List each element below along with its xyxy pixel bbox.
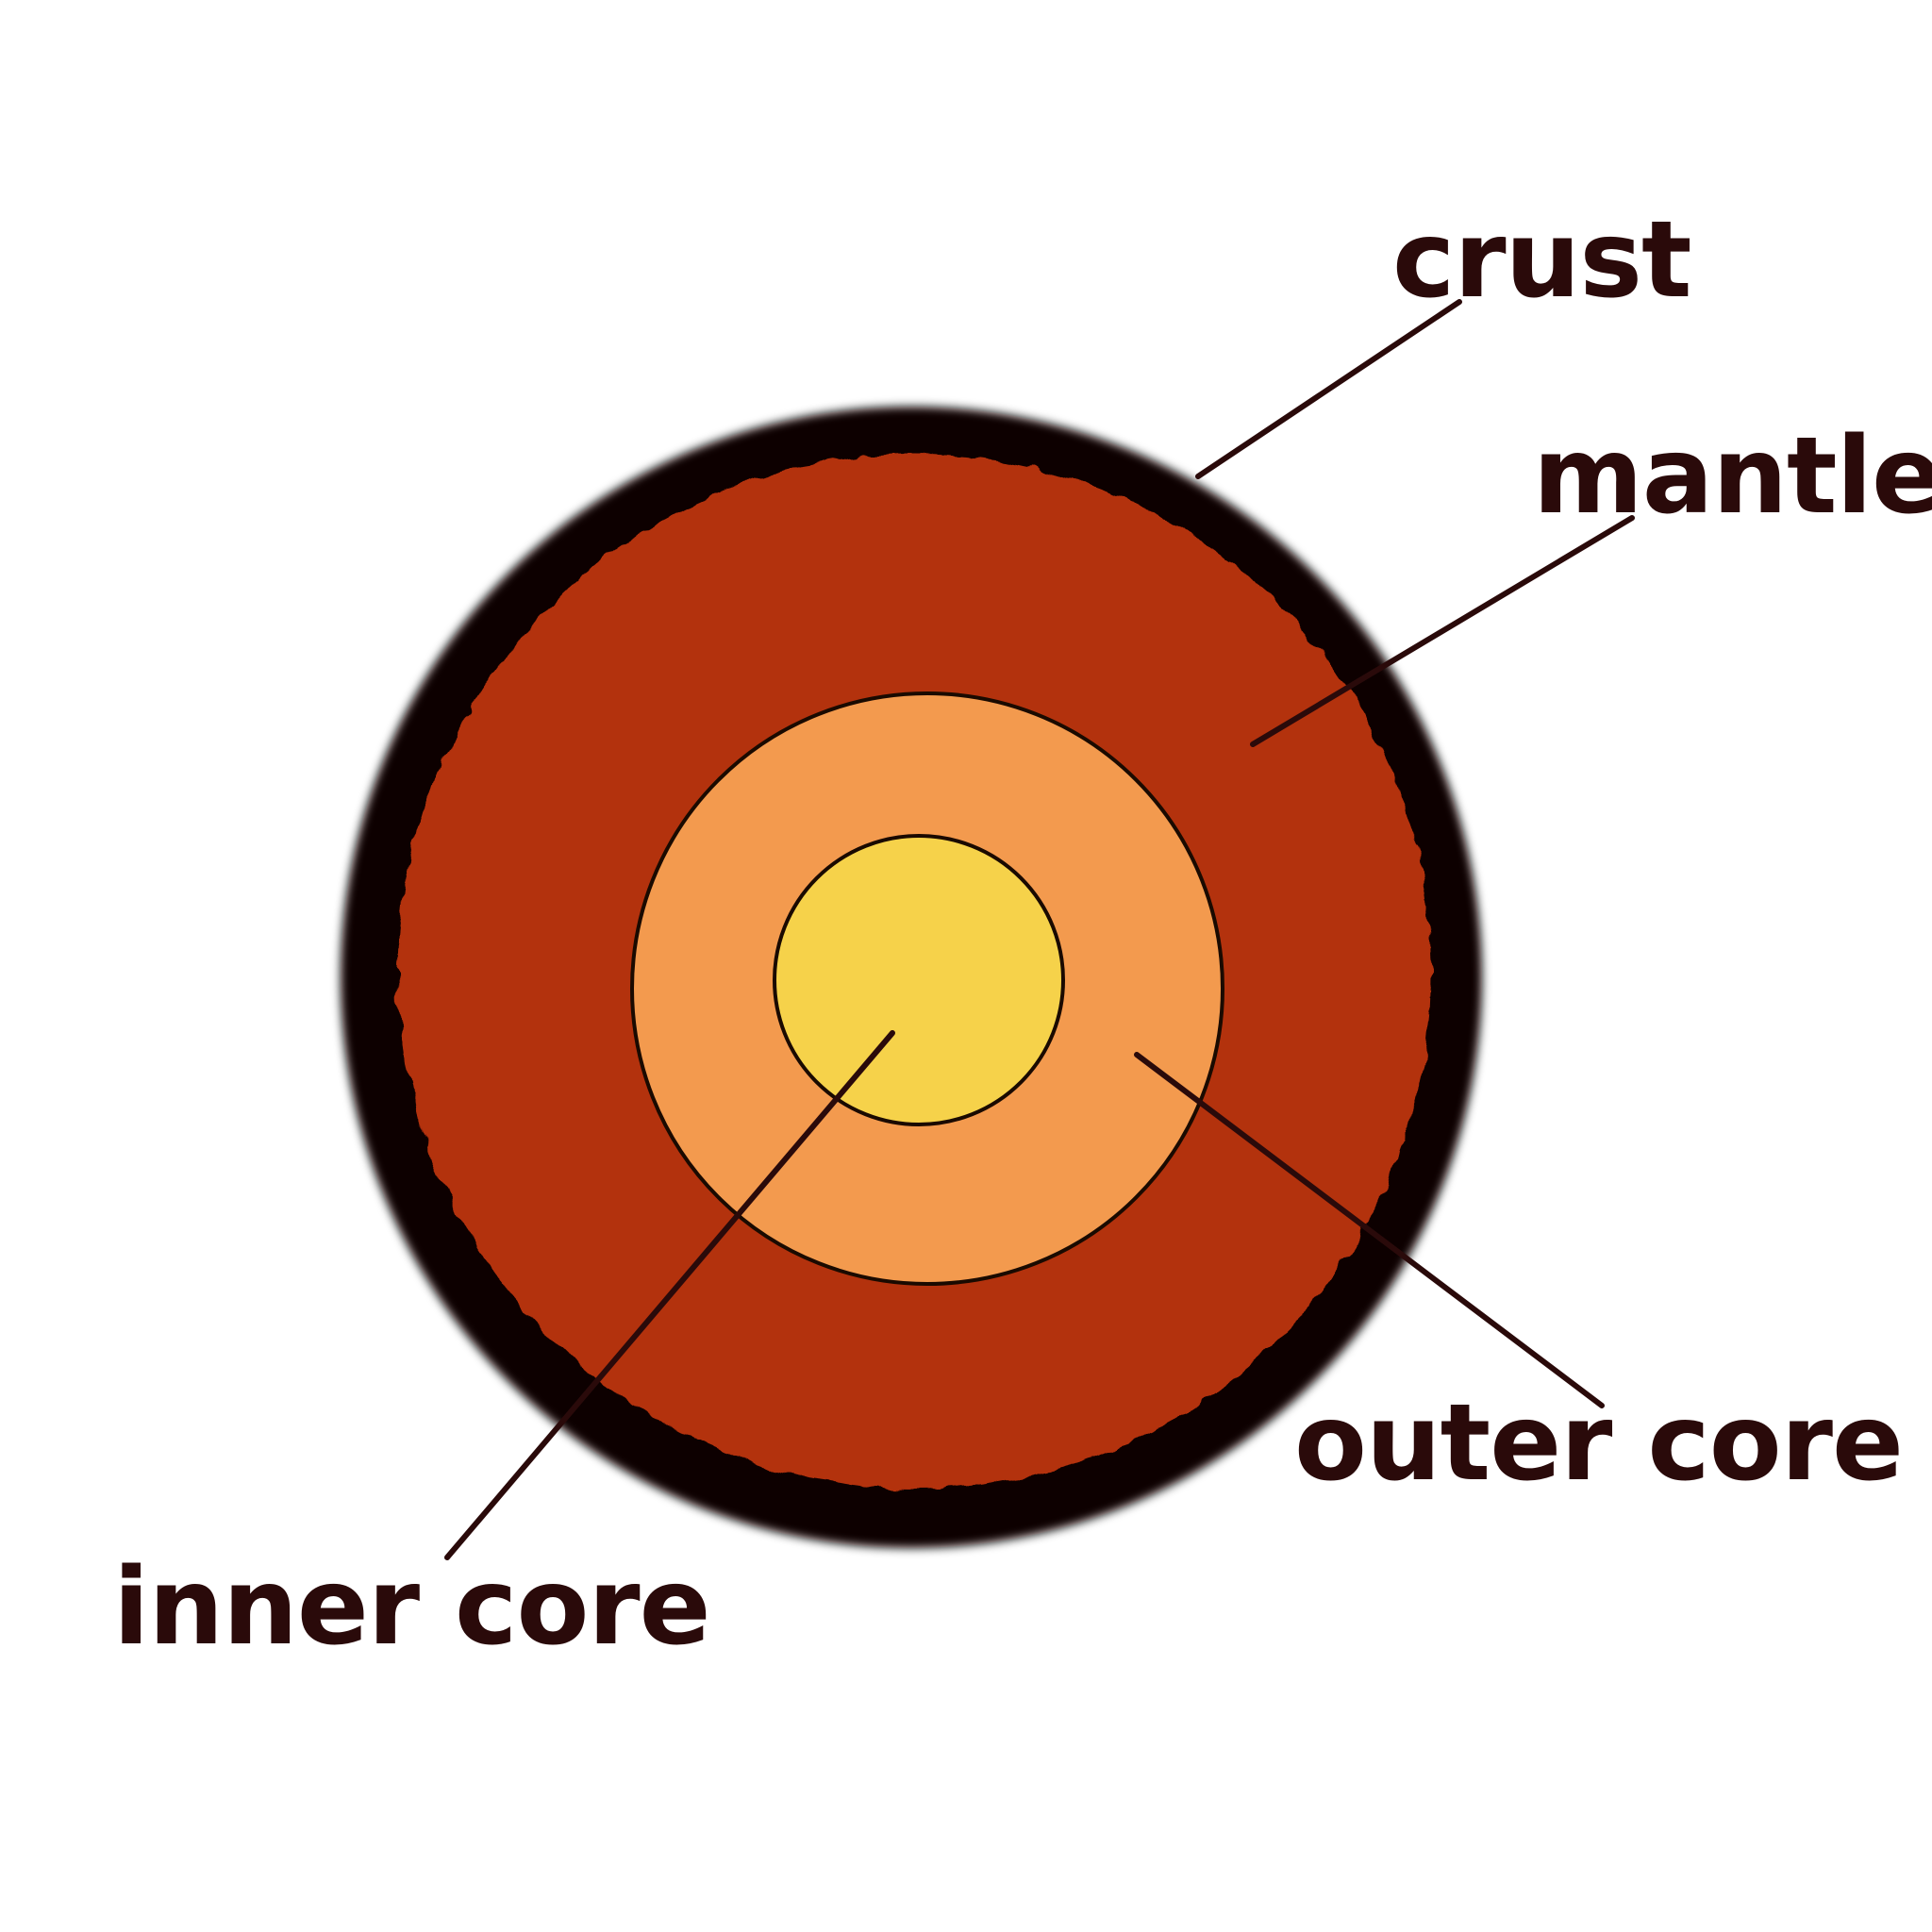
crust-leader-line (1195, 299, 1462, 479)
inner-core-label: inner core (113, 1546, 710, 1669)
inner-core-leader-line (444, 1030, 895, 1560)
crust-label: crust (1392, 199, 1691, 322)
mantle-leader-line (1250, 515, 1635, 747)
outer-core-label: outer core (1294, 1382, 1903, 1505)
earth-cross-section (341, 407, 1482, 1548)
leader-lines (444, 299, 1635, 1560)
mantle-label: mantle (1533, 415, 1932, 538)
layer-labels: crust mantle outer core inner core (113, 199, 1932, 1669)
outer-core-leader-line (1134, 1052, 1605, 1408)
inner-core-layer (773, 834, 1065, 1126)
